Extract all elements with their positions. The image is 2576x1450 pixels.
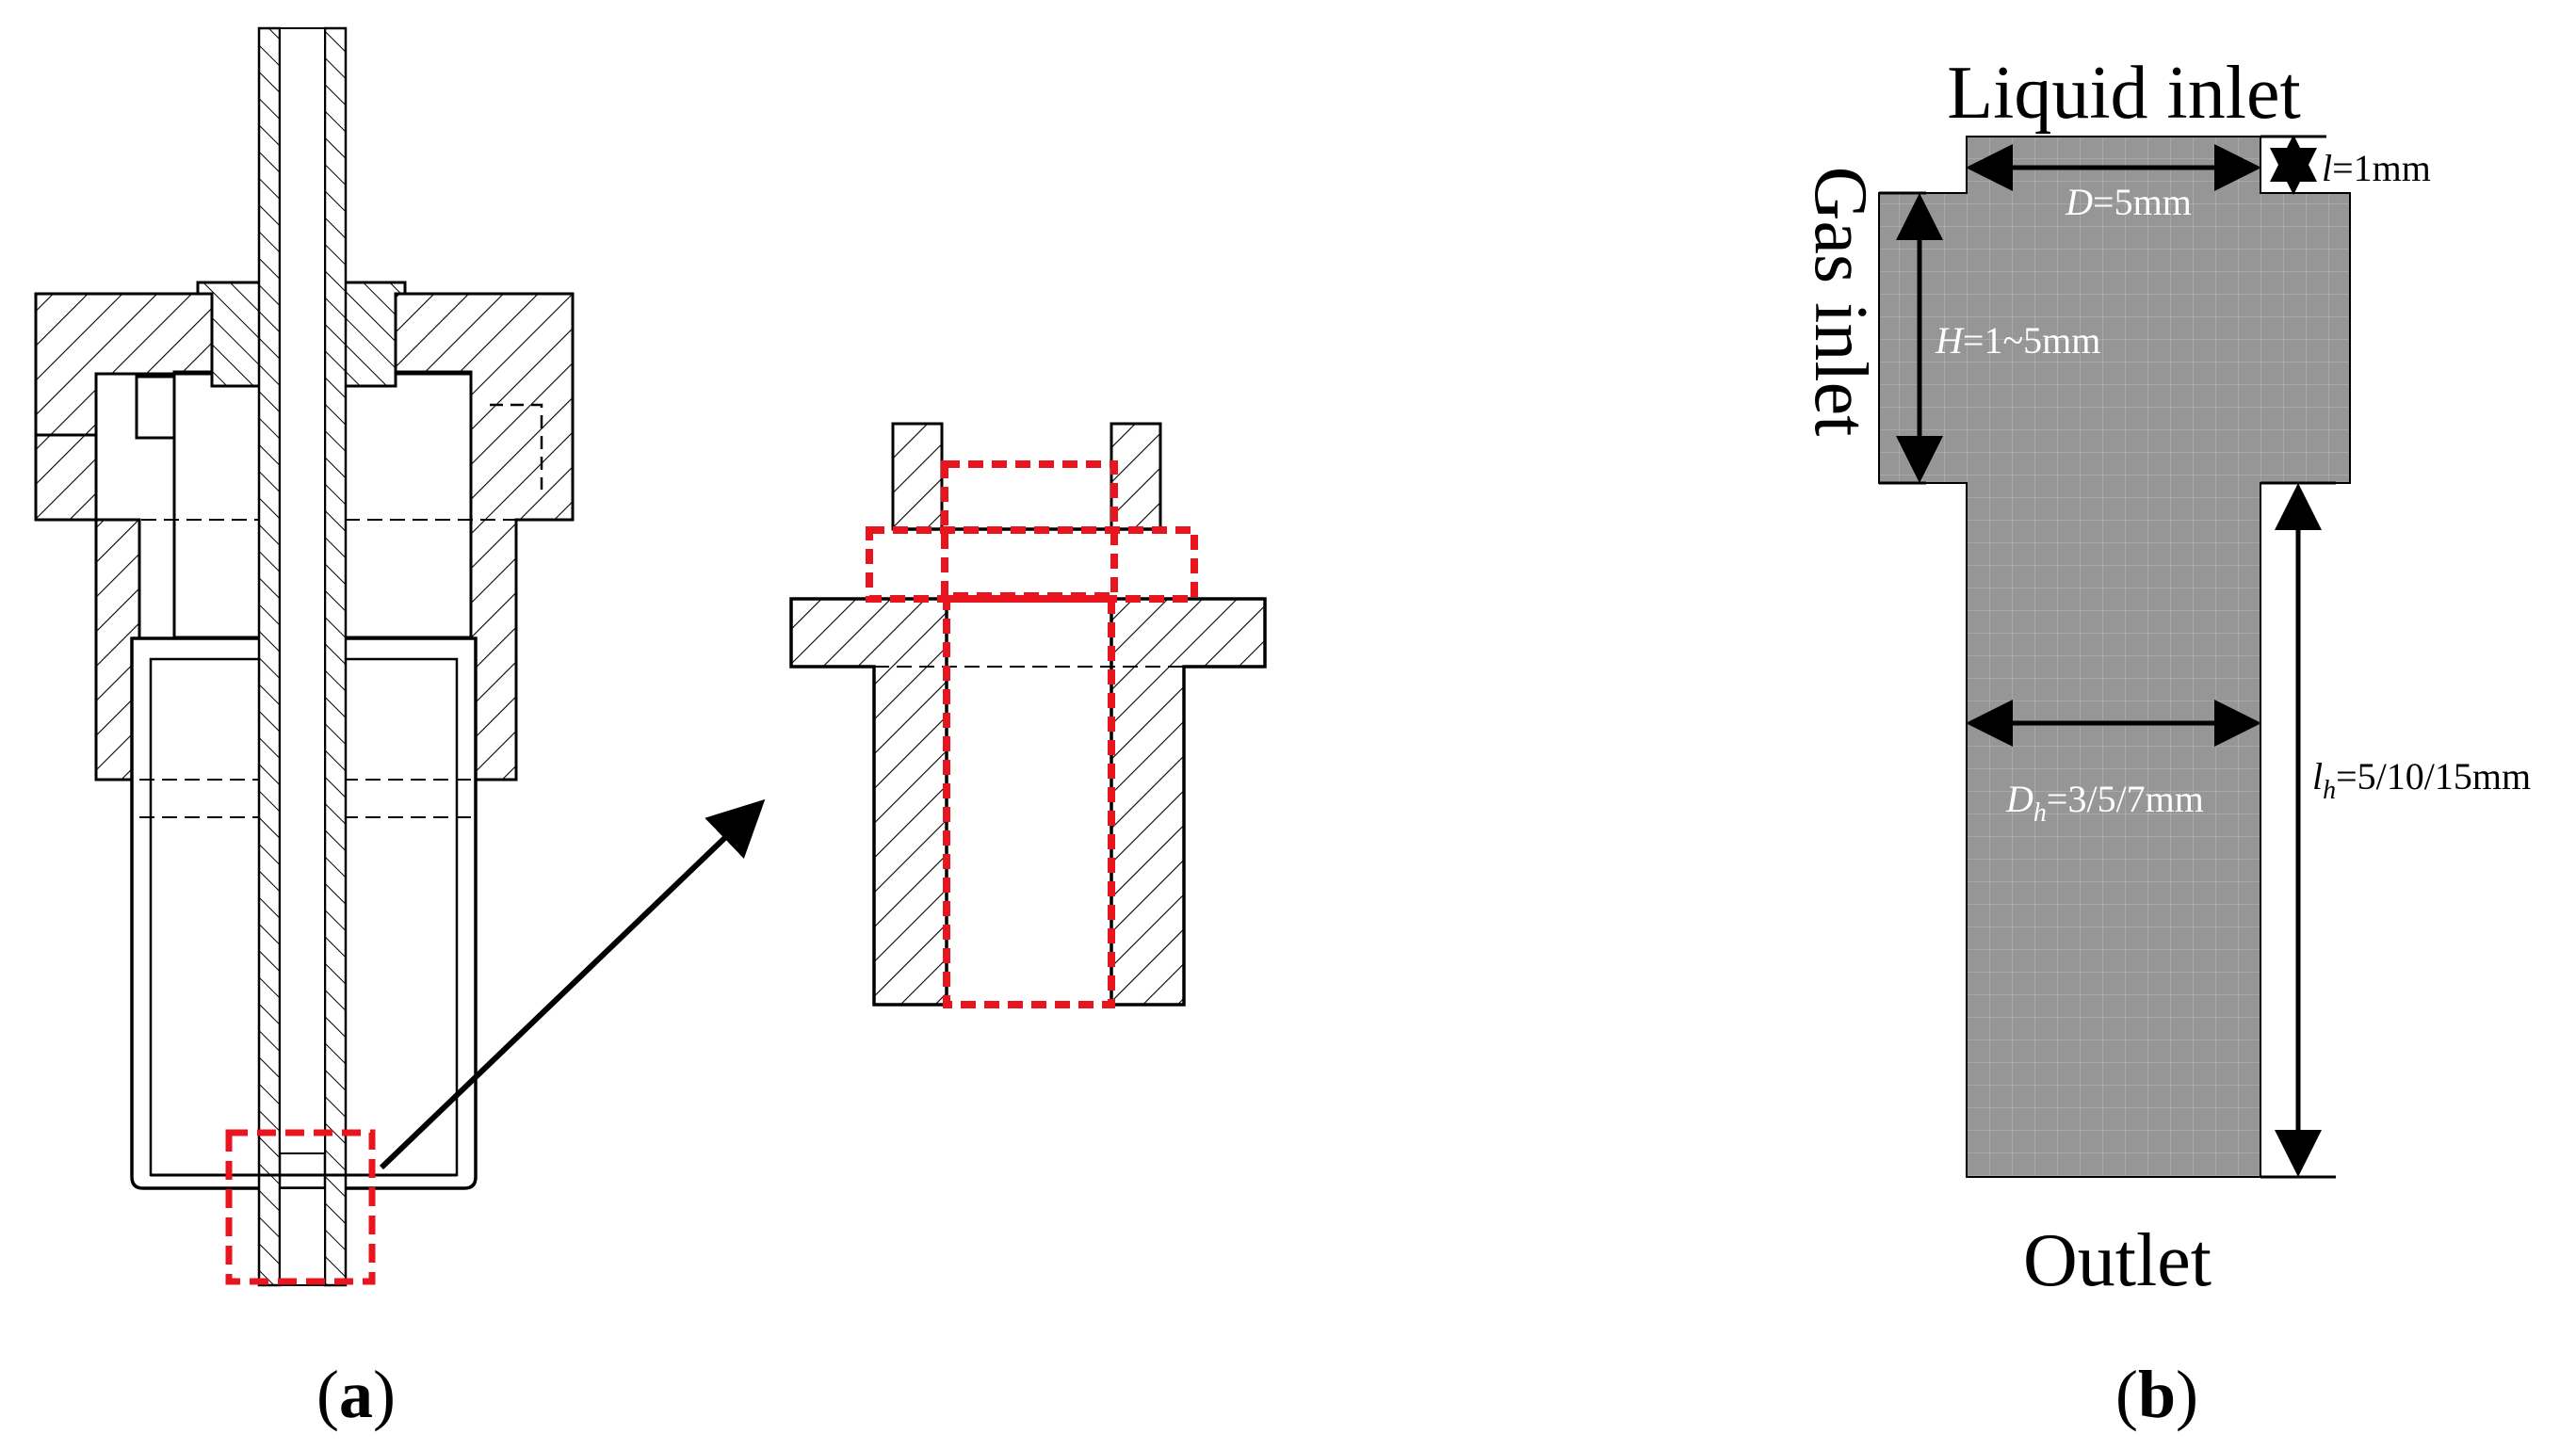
zoom-red-middle — [866, 526, 1198, 603]
zoom-arrow — [379, 798, 766, 1170]
gas-inlet-label: Gas inlet — [1799, 167, 1882, 437]
dim-lh-label: lh=5/10/15mm — [2312, 755, 2531, 805]
tube-left-wall — [257, 26, 282, 1287]
zoom-red-bottom — [943, 595, 1115, 1008]
caption-b: (b) — [2115, 1357, 2198, 1432]
highlight-box-small — [225, 1129, 376, 1285]
dim-l-label: l=1mm — [2322, 147, 2431, 189]
zoom-detail — [789, 422, 1267, 1008]
zoom-tube-right — [1110, 422, 1162, 531]
dim-H-label: H=1~5mm — [1935, 319, 2100, 362]
right-port-dashed — [490, 403, 543, 490]
panel-b-drawing: Liquid inlet Gas inlet Outlet D=5mm l=1m… — [1799, 52, 2531, 1432]
outlet-label: Outlet — [2023, 1219, 2211, 1302]
panel-a-drawing: (a) — [34, 26, 1267, 1432]
zoom-tube-left — [891, 422, 944, 531]
dim-Dh-label: Dh=3/5/7mm — [2005, 778, 2204, 828]
outlet-bore — [279, 1187, 326, 1286]
dim-D-label: D=5mm — [2065, 181, 2192, 223]
caption-a: (a) — [316, 1357, 396, 1432]
upper-housing-left-wall — [34, 433, 141, 781]
tube-bore — [279, 27, 326, 1154]
tube-right-wall — [323, 26, 348, 1287]
side-port — [135, 375, 176, 440]
liquid-inlet-label: Liquid inlet — [1947, 52, 2301, 135]
zoom-plate — [789, 597, 1267, 1007]
mesh-domain — [1878, 136, 2351, 1178]
